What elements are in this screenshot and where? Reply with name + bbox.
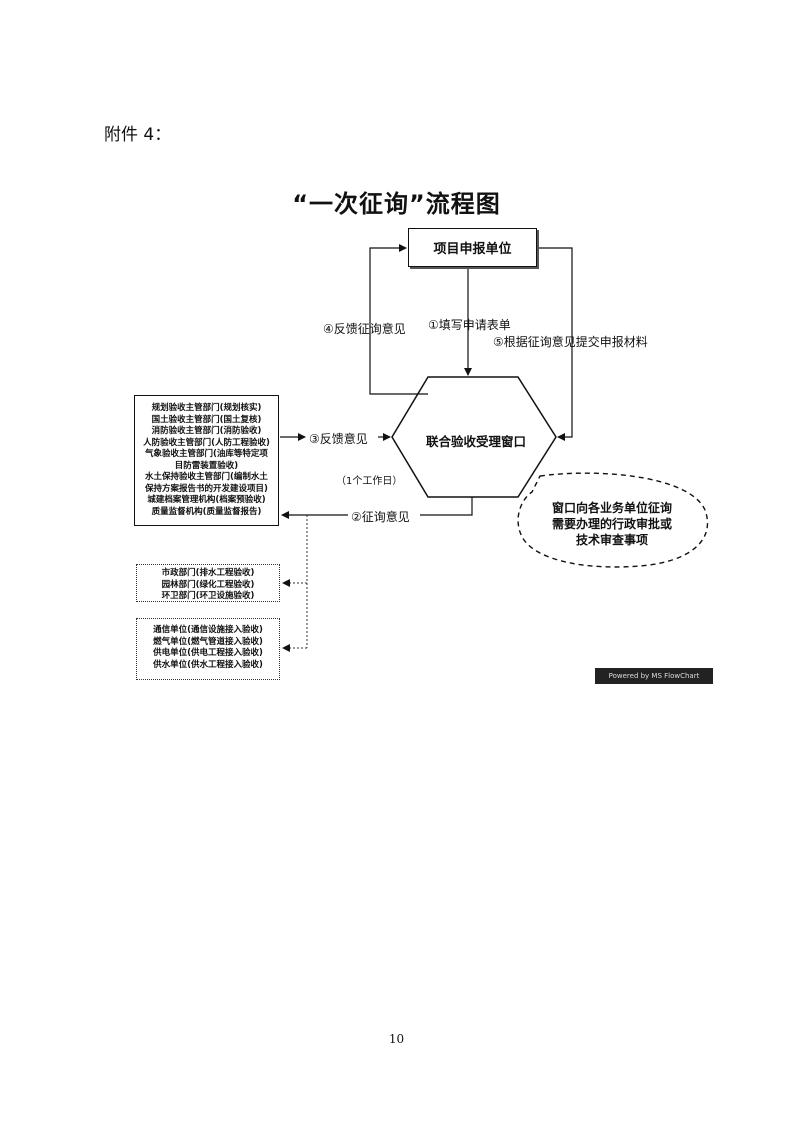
department-item: 规划验收主管部门(规划核实) <box>151 403 262 413</box>
department-item: 目防雷装置验收) <box>174 460 239 471</box>
window-label: 联合验收受理窗口 <box>425 434 526 449</box>
utility-item: 供水单位(供水工程接入验收) <box>153 659 263 670</box>
municipal-item: 市政部门(排水工程验收) <box>161 568 255 578</box>
utility-item: 通信单位(通信设施接入验收) <box>153 625 263 635</box>
municipal-units-box: 市政部门(排水工程验收) 园林部门(绿化工程验收) 环卫部门(环卫设施验收) <box>136 564 280 602</box>
department-item: 气象验收主管部门(油库等特定项 <box>145 449 268 459</box>
label-feedback-to-applicant: ④反馈征询意见 <box>323 322 406 336</box>
municipal-item: 园林部门(绿化工程验收) <box>161 579 255 590</box>
note-line: 窗口向各业务单位征询 <box>551 501 672 515</box>
department-item: 消防验收主管部门(消防验收) <box>151 426 262 436</box>
window-hexagon <box>391 376 557 498</box>
workday-note: （1个工作日） <box>336 476 403 487</box>
note-text: 窗口向各业务单位征询 需要办理的行政审批或 技术审查事项 <box>526 500 698 548</box>
powered-by-badge: Powered by MS FlowChart <box>595 668 713 684</box>
arrow-submit-materials <box>537 247 573 441</box>
page-number: 10 <box>388 1032 405 1046</box>
note-line: 需要办理的行政审批或 <box>551 517 672 531</box>
department-item: 保持方案报告书的开发建设项目) <box>145 483 268 494</box>
municipal-item: 环卫部门(环卫设施验收) <box>161 591 255 601</box>
label-fill-form: ①填写申请表单 <box>428 318 511 332</box>
department-item: 人防验收主管部门(人防工程验收) <box>143 437 270 448</box>
departments-box: 规划验收主管部门(规划核实) 国土验收主管部门(国土复核) 消防验收主管部门(消… <box>134 395 279 526</box>
arrow-feedback-to-applicant <box>369 244 428 395</box>
department-item: 水土保持验收主管部门(编制水土 <box>145 472 268 482</box>
department-item: 质量监督机构(质量监督报告) <box>151 506 262 517</box>
note-bubble <box>517 472 709 568</box>
diagram-title: “一次征询”流程图 <box>292 190 501 218</box>
utility-item: 供电单位(供电工程接入验收) <box>153 648 263 658</box>
utility-units-box: 通信单位(通信设施接入验收) 燃气单位(燃气管道接入验收) 供电单位(供电工程接… <box>136 618 280 680</box>
department-item: 国土验收主管部门(国土复核) <box>151 414 262 425</box>
label-consult: ②征询意见 <box>351 510 410 524</box>
label-feedback: ③反馈意见 <box>309 432 368 446</box>
attachment-label: 附件 4： <box>104 125 172 145</box>
arrow-consult <box>420 497 473 516</box>
utility-item: 燃气单位(燃气管道接入验收) <box>153 636 263 647</box>
applicant-box: 项目申报单位 <box>408 228 537 267</box>
department-item: 城建档案管理机构(档案预验收) <box>147 495 266 505</box>
note-line: 技术审查事项 <box>575 533 648 547</box>
label-submit-materials: ⑤根据征询意见提交申报材料 <box>493 335 648 349</box>
